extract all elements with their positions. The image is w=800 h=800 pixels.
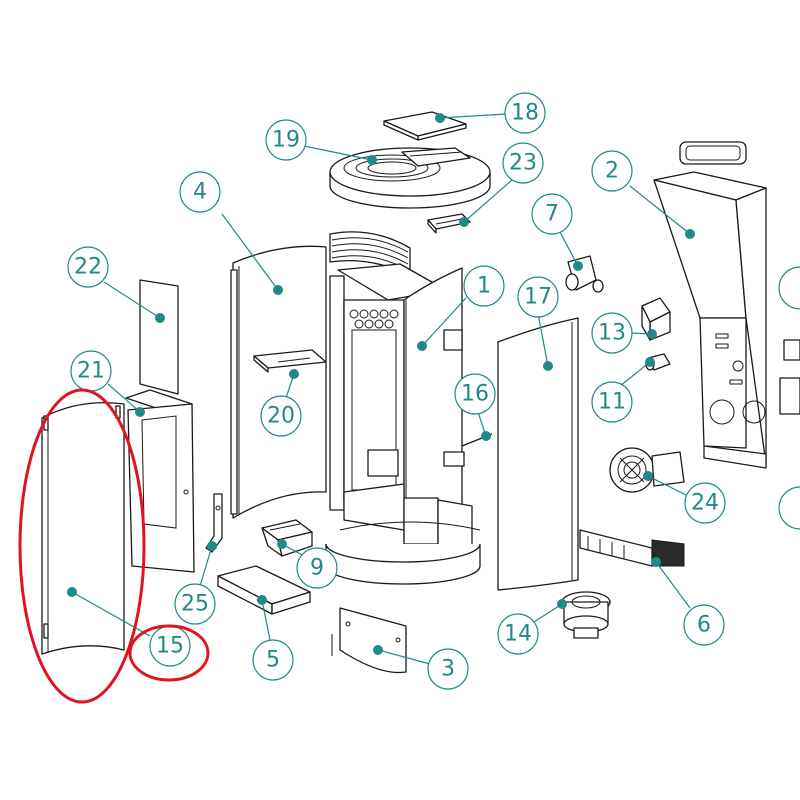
- svg-text:24: 24: [691, 491, 719, 516]
- svg-text:17: 17: [524, 285, 552, 310]
- callout-16: 16: [454, 373, 496, 415]
- svg-text:4: 4: [193, 180, 207, 205]
- svg-text:19: 19: [272, 128, 300, 153]
- svg-text:11: 11: [598, 390, 626, 415]
- callout-14: 14: [497, 613, 539, 655]
- svg-text:1: 1: [477, 274, 491, 299]
- svg-text:9: 9: [310, 556, 324, 581]
- highlight-ellipse-part-15: [18, 388, 146, 704]
- svg-text:14: 14: [504, 622, 532, 647]
- callout-23: 23: [502, 142, 544, 184]
- part-23-bracket: [427, 213, 471, 234]
- svg-text:15: 15: [156, 634, 184, 659]
- part-5-ash-tray: [217, 565, 311, 615]
- callout-20: 20: [260, 395, 302, 437]
- part-3-lower-plate: [331, 607, 407, 674]
- callout-17: 17: [517, 276, 559, 318]
- svg-text:5: 5: [266, 648, 280, 673]
- callout-2: 2: [591, 150, 633, 192]
- callout-15: 15: [149, 625, 191, 667]
- part-20-shelf: [253, 349, 327, 373]
- svg-text:2: 2: [605, 159, 619, 184]
- callout-13: 13: [591, 312, 633, 354]
- part-25-bracket: [205, 493, 223, 553]
- svg-text:3: 3: [441, 657, 455, 682]
- part-1-main-body: [325, 231, 481, 585]
- vent-holes: [349, 309, 399, 329]
- callout-3: 3: [427, 648, 469, 690]
- part-4-left-side-panel: [230, 245, 327, 519]
- svg-text:25: 25: [181, 592, 209, 617]
- callout-24: 24: [684, 482, 726, 524]
- part-9-basket: [261, 519, 313, 557]
- part-19-top-cover: [329, 147, 491, 209]
- callout-22: 22: [67, 246, 109, 288]
- svg-text:6: 6: [697, 613, 711, 638]
- part-2-hopper: [653, 141, 767, 469]
- callout-19: 19: [265, 119, 307, 161]
- svg-text:18: 18: [511, 101, 539, 126]
- svg-text:20: 20: [267, 404, 295, 429]
- callout-11: 11: [591, 381, 633, 423]
- part-14-combustion-fan: [561, 591, 611, 639]
- leader-lines: [67, 113, 695, 665]
- part-21-door-frame: [125, 389, 195, 573]
- callout-5: 5: [252, 639, 294, 681]
- svg-text:22: 22: [74, 255, 102, 280]
- highlight-marks: [18, 388, 210, 704]
- svg-text:21: 21: [77, 359, 105, 384]
- part-17-right-side-panel: [497, 317, 579, 591]
- part-15-front-door-panel: [41, 401, 125, 655]
- svg-text:23: 23: [509, 151, 537, 176]
- callout-25: 25: [174, 583, 216, 625]
- part-24-fan: [609, 447, 685, 493]
- svg-text:16: 16: [461, 382, 489, 407]
- callout-9: 9: [296, 547, 338, 589]
- edge-cut-callouts: [778, 266, 800, 530]
- hopper-holes: [709, 333, 766, 425]
- part-6-auger: [579, 529, 685, 567]
- callout-6: 6: [683, 604, 725, 646]
- svg-text:13: 13: [598, 321, 626, 346]
- part-22-glass-panel: [139, 279, 179, 395]
- callout-21: 21: [70, 350, 112, 392]
- part-18-top-lid: [383, 111, 467, 141]
- highlight-ellipse-callout-15: [128, 624, 210, 682]
- callout-7: 7: [531, 193, 573, 235]
- callout-4: 4: [179, 171, 221, 213]
- part-7-elbow: [565, 255, 604, 293]
- callout-1: 1: [463, 265, 505, 307]
- callout-18: 18: [504, 92, 546, 134]
- svg-text:7: 7: [545, 202, 559, 227]
